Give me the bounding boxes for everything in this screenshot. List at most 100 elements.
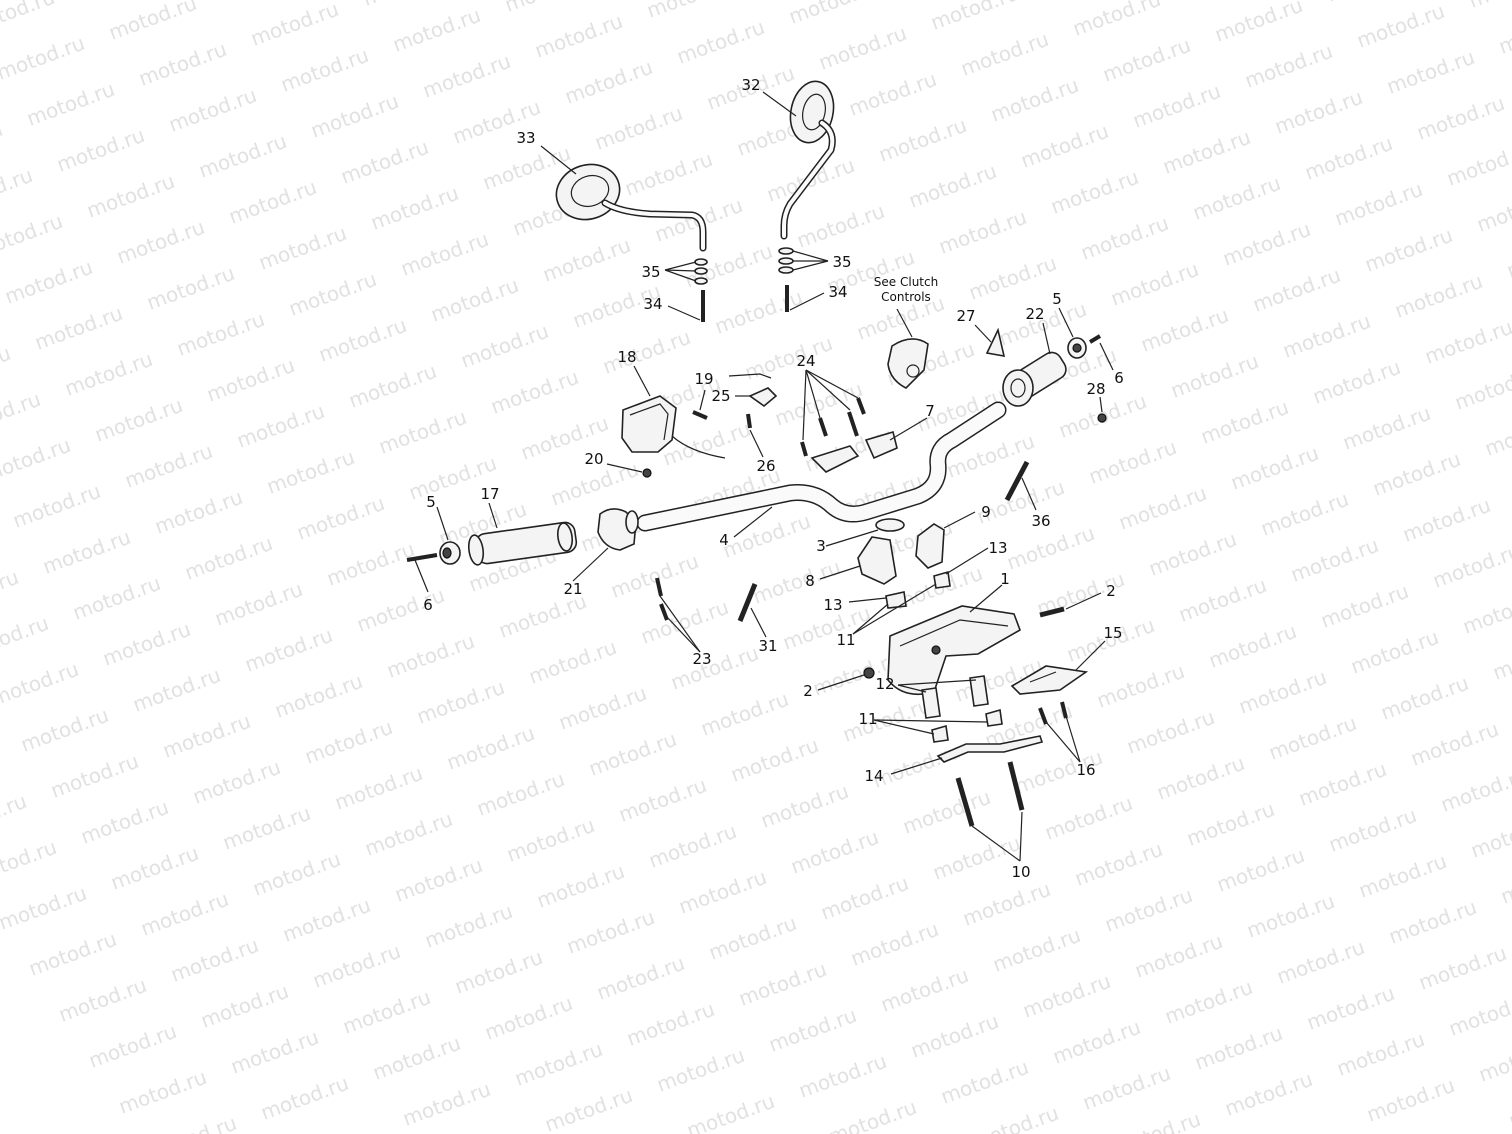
watermark-text: motod.ru: [78, 795, 172, 849]
clamp-caps: [810, 430, 898, 473]
watermark-text: motod.ru: [248, 0, 342, 51]
watermark-text: motod.ru: [370, 1031, 464, 1085]
watermark-text: motod.ru: [1452, 361, 1512, 415]
watermark-text: motod.ru: [0, 611, 52, 665]
watermark-text: motod.ru: [310, 939, 404, 993]
watermark-text: motod.ru: [1072, 837, 1166, 891]
watermark-text: motod.ru: [1468, 809, 1512, 863]
watermark-text: motod.ru: [1242, 39, 1336, 93]
callout-16: 16: [1076, 761, 1095, 779]
screw-28: [1097, 413, 1107, 423]
watermark-text: motod.ru: [1168, 349, 1262, 403]
callout-6-right: 6: [1114, 369, 1124, 387]
watermark-text: motod.ru: [654, 1043, 748, 1097]
watermark-text: motod.ru: [786, 0, 880, 29]
watermark-text: motod.ru: [242, 623, 336, 677]
watermark-text: motod.ru: [62, 347, 156, 401]
watermark-text: motod.ru: [674, 15, 768, 69]
callout-25: 25: [711, 387, 730, 405]
callout-33: 33: [516, 129, 535, 147]
watermark-text: motod.ru: [48, 749, 142, 803]
screw-23-a: [655, 577, 663, 597]
watermark-text: motod.ru: [1370, 447, 1464, 501]
note-line-2: Controls: [881, 290, 931, 304]
watermark-text: motod.ru: [720, 509, 814, 563]
bush-11-right: [985, 708, 1003, 727]
right-grip: [1002, 351, 1067, 407]
callout-32: 32: [741, 76, 760, 94]
watermark-text: motod.ru: [1138, 303, 1232, 357]
bolt-10-right: [1007, 761, 1025, 811]
watermark-text: motod.ru: [1228, 441, 1322, 495]
watermark-text: motod.ru: [1466, 0, 1512, 13]
watermark-text: motod.ru: [644, 0, 738, 23]
watermark-text: motod.ru: [966, 251, 1060, 305]
callout-36: 36: [1031, 512, 1050, 530]
watermark-text: motod.ru: [136, 37, 230, 91]
watermark-text: motod.ru: [1444, 137, 1512, 191]
watermark-text: motod.ru: [1130, 79, 1224, 133]
watermark-text: motod.ru: [968, 1101, 1062, 1134]
mirror-washers-left: [694, 258, 708, 285]
watermark-text: motod.ru: [562, 55, 656, 109]
watermark-text: motod.ru: [92, 393, 186, 447]
watermark-text: motod.ru: [420, 49, 514, 103]
watermark-text: motod.ru: [384, 629, 478, 683]
callout-31: 31: [758, 637, 777, 655]
watermark-text: motod.ru: [204, 353, 298, 407]
watermark-text: motod.ru: [818, 871, 912, 925]
note-line-1: See Clutch: [874, 275, 938, 289]
watermark-text: motod.ru: [24, 77, 118, 131]
watermark-text: motod.ru: [1116, 481, 1210, 535]
bush-13-upper: [933, 570, 951, 589]
watermark-text: motod.ru: [18, 703, 112, 757]
watermark-text: motod.ru: [1354, 0, 1448, 53]
watermark-text: motod.ru: [1206, 619, 1300, 673]
watermark-text: motod.ru: [1190, 171, 1284, 225]
watermark-text: motod.ru: [392, 853, 486, 907]
watermark-text: motod.ru: [1326, 803, 1420, 857]
pin-31: [737, 583, 758, 622]
watermark-text: motod.ru: [218, 0, 312, 5]
callout-17: 17: [480, 485, 499, 503]
watermark-text: motod.ru: [40, 525, 134, 579]
watermark-text: motod.ru: [1250, 263, 1344, 317]
bush-11-left: [931, 724, 949, 743]
watermark-text: motod.ru: [400, 1077, 494, 1131]
watermark-text: motod.ru: [108, 841, 202, 895]
watermark-text: motod.ru: [428, 273, 522, 327]
watermark-text: motod.ru: [556, 681, 650, 735]
watermark-text: motod.ru: [138, 887, 232, 941]
watermark-text: motod.ru: [1334, 1027, 1428, 1081]
watermark-text: motod.ru: [876, 113, 970, 167]
watermark-text: motod.ru: [728, 733, 822, 787]
callout-13-lower: 13: [823, 596, 842, 614]
watermark-text: motod.ru: [624, 997, 718, 1051]
watermark-text: motod.ru: [1414, 91, 1508, 145]
watermark-text: motod.ru: [1438, 763, 1512, 817]
watermark-text: motod.ru: [32, 301, 126, 355]
watermark-text: motod.ru: [1070, 0, 1164, 41]
callout-11-upper: 11: [836, 631, 855, 649]
watermark-text: motod.ru: [228, 1025, 322, 1079]
watermark-text: motod.ru: [900, 785, 994, 839]
mirror-washers-right: [778, 247, 794, 274]
watermark-text: motod.ru: [316, 313, 410, 367]
watermark-text: motod.ru: [1324, 0, 1418, 7]
sleeve-3: [875, 518, 905, 532]
watermark-text: motod.ru: [122, 439, 216, 493]
callout-13-upper: 13: [988, 539, 1007, 557]
callout-1: 1: [1000, 570, 1010, 588]
watermark-text: motod.ru: [846, 67, 940, 121]
watermark-text: motod.ru: [1214, 843, 1308, 897]
watermark-text: motod.ru: [256, 221, 350, 275]
watermark-text: motod.ru: [1272, 85, 1366, 139]
watermark-text: motod.ru: [234, 399, 328, 453]
watermark-text: motod.ru: [1340, 401, 1434, 455]
callout-2-lower: 2: [803, 682, 813, 700]
watermark-text: motod.ru: [1004, 521, 1098, 575]
watermark-text: motod.ru: [114, 215, 208, 269]
watermark-text: motod.ru: [1050, 1015, 1144, 1069]
watermark-text: motod.ru: [1288, 533, 1382, 587]
